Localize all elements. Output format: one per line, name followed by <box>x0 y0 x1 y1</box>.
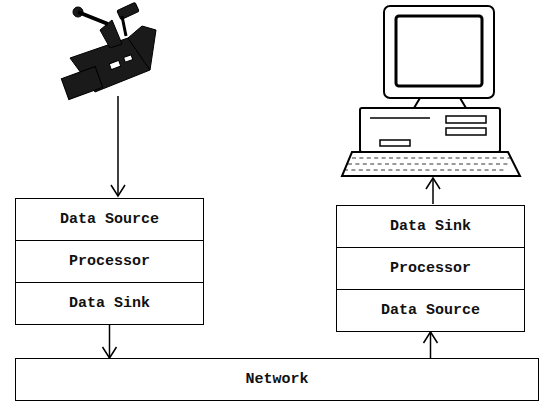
box-label: Data Source <box>60 211 159 228</box>
computer <box>342 6 520 176</box>
component-box: Processor <box>336 247 525 290</box>
box-label: Data Sink <box>69 295 150 312</box>
box-label: Network <box>245 371 308 388</box>
component-box: Data Sink <box>15 282 204 325</box>
box-label: Data Source <box>381 302 480 319</box>
component-box: Data Source <box>336 289 525 332</box>
component-box: Processor <box>15 240 204 283</box>
video-camera <box>61 2 156 99</box>
box-label: Processor <box>69 253 150 270</box>
keyboard-keys <box>344 158 511 170</box>
box-label: Data Sink <box>390 218 471 235</box>
box-label: Processor <box>390 260 471 277</box>
connector-arrow <box>103 325 117 358</box>
output-arrow <box>432 178 434 204</box>
input-arrow <box>117 96 119 196</box>
arrow-head <box>111 185 125 196</box>
component-box: Data Source <box>15 198 204 241</box>
component-box: Data Sink <box>336 205 525 248</box>
connector-arrow <box>424 332 438 358</box>
arrow-head <box>426 178 440 189</box>
network-band: Network <box>15 358 539 401</box>
